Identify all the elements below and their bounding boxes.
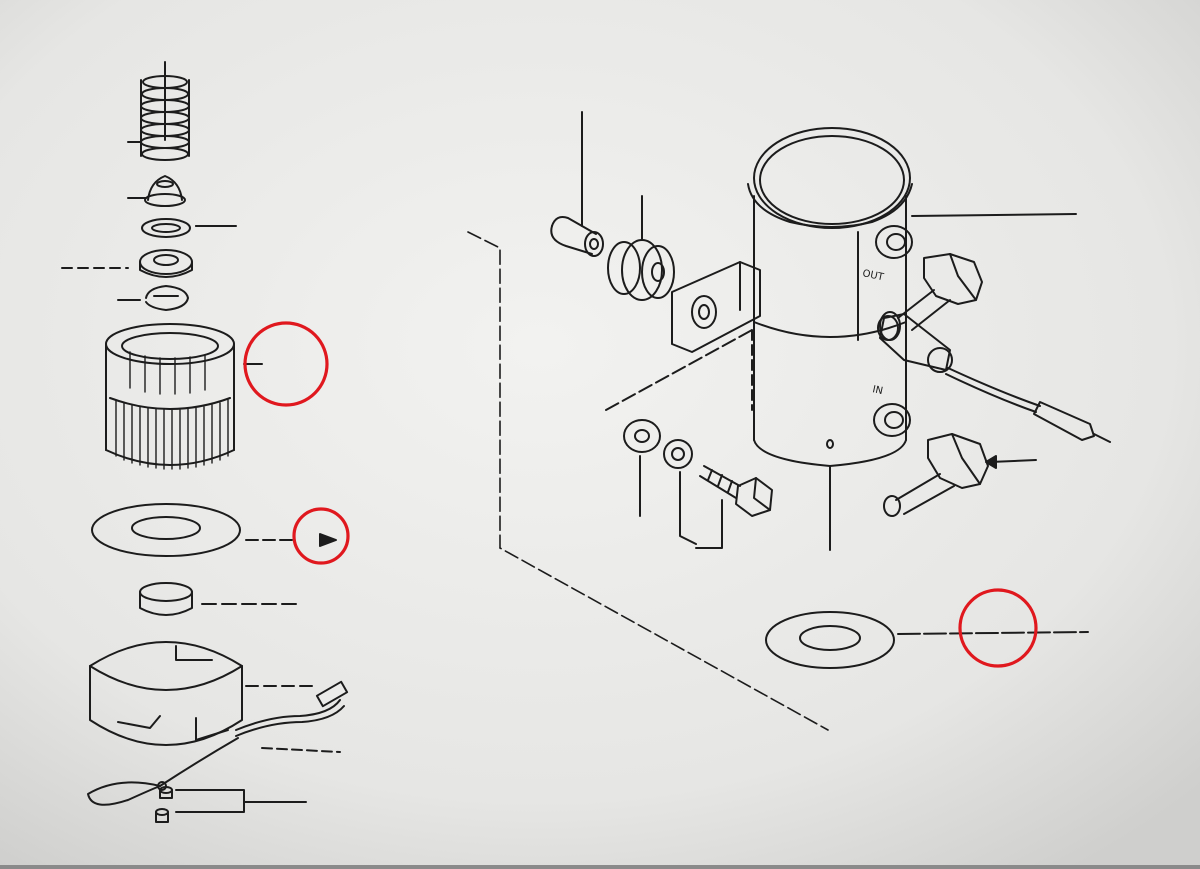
filter-element [105, 323, 235, 470]
leader-arrow [985, 455, 997, 469]
lock-washer [663, 439, 693, 469]
retaining-clip [145, 285, 189, 311]
leader-line [695, 499, 723, 549]
valve-cap [144, 175, 186, 207]
hex-bolt [699, 465, 773, 517]
spacer-sleeve [550, 216, 604, 257]
leader-line [897, 631, 1089, 635]
highlight-circle-gasket-leader [958, 588, 1038, 668]
in-port-label: IN [871, 384, 883, 397]
mounting-bracket-outline [467, 231, 829, 731]
in-port [873, 403, 911, 437]
inlet-elbow-fitting [883, 433, 989, 517]
l-bracket [671, 261, 761, 353]
highlight-circle-filter [243, 321, 329, 407]
pump-body [747, 127, 913, 551]
leader-line [989, 459, 1037, 463]
small-gasket [141, 218, 191, 238]
leader-line [911, 213, 1077, 217]
cover-band [89, 641, 243, 746]
leader-line [679, 471, 697, 545]
out-port-label: OUT [861, 268, 885, 283]
out-port [875, 225, 913, 259]
highlight-circle-washer-arrow [292, 507, 350, 565]
bracket-edge [605, 329, 753, 411]
flat-washer [91, 503, 241, 557]
leader-arrow [319, 533, 337, 547]
coil-spring [140, 61, 190, 161]
magnet-puck [139, 582, 193, 616]
electrical-connector [877, 313, 1111, 443]
valve-seat-washer [139, 249, 193, 278]
ground-screws [155, 786, 307, 823]
mount-washer [623, 419, 661, 453]
base-gasket [765, 611, 895, 669]
rubber-grommet [607, 239, 675, 301]
